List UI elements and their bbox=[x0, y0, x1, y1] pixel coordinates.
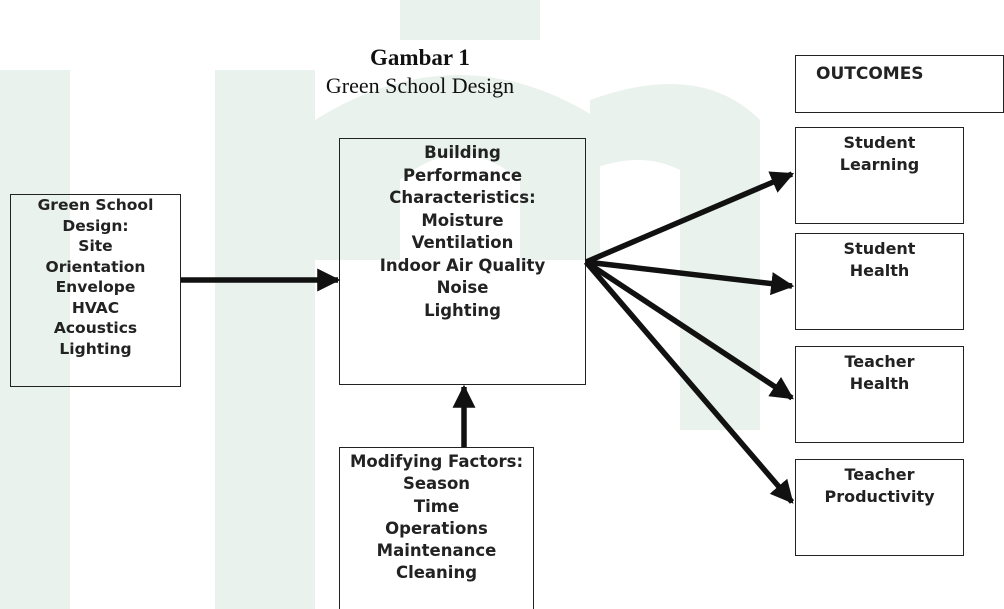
green-school-design-box: Green School Design: Site Orientation En… bbox=[10, 194, 181, 387]
box-line: Student bbox=[843, 133, 916, 152]
figure-label: Gambar 1 bbox=[370, 45, 470, 70]
box-line: Health bbox=[849, 261, 910, 280]
box-line: Health bbox=[849, 374, 910, 393]
modifying-factors-box: Modifying Factors: Season Time Operation… bbox=[339, 447, 534, 609]
box-line: Lighting bbox=[59, 339, 132, 358]
box-line: Learning bbox=[839, 155, 920, 174]
outcomes-header-box: OUTCOMES bbox=[795, 55, 1004, 113]
box-line: Characteristics: bbox=[389, 188, 536, 207]
figure-title: Green School Design bbox=[325, 73, 515, 98]
box-line: Green School bbox=[37, 196, 154, 214]
box-line: Ventilation bbox=[411, 233, 514, 252]
box-line: Maintenance bbox=[376, 541, 497, 561]
box-line: Orientation bbox=[45, 257, 146, 276]
outcome-teacher-productivity-box: Teacher Productivity bbox=[795, 459, 964, 556]
box-line: Building bbox=[424, 143, 501, 162]
box-line: Teacher bbox=[844, 465, 915, 484]
box-line: Indoor Air Quality bbox=[379, 255, 546, 275]
box-line: Site bbox=[78, 237, 113, 255]
box-line: Design: bbox=[62, 216, 129, 235]
box-line: Envelope bbox=[55, 278, 136, 296]
box-line: Modifying Factors: bbox=[349, 452, 524, 471]
box-line: Cleaning bbox=[395, 563, 478, 583]
outcome-student-learning-box: Student Learning bbox=[795, 127, 964, 224]
box-line: Moisture bbox=[421, 210, 504, 230]
box-line: Performance bbox=[402, 165, 523, 185]
box-line: Noise bbox=[436, 278, 489, 297]
outcomes-header: OUTCOMES bbox=[816, 64, 924, 84]
box-line: Student bbox=[843, 239, 916, 258]
box-line: Time bbox=[413, 496, 460, 516]
box-line: Productivity bbox=[824, 487, 935, 506]
building-performance-box: Building Performance Characteristics: Mo… bbox=[339, 138, 586, 385]
box-line: HVAC bbox=[71, 298, 120, 317]
box-line: Season bbox=[402, 474, 471, 494]
box-line: Acoustics bbox=[53, 319, 138, 337]
box-line: Teacher bbox=[844, 352, 915, 371]
box-line: Operations bbox=[385, 518, 488, 538]
figure-caption: Gambar 1 Green School Design bbox=[270, 44, 570, 100]
outcome-teacher-health-box: Teacher Health bbox=[795, 346, 964, 443]
outcome-student-health-box: Student Health bbox=[795, 233, 964, 330]
box-line: Lighting bbox=[424, 300, 501, 320]
